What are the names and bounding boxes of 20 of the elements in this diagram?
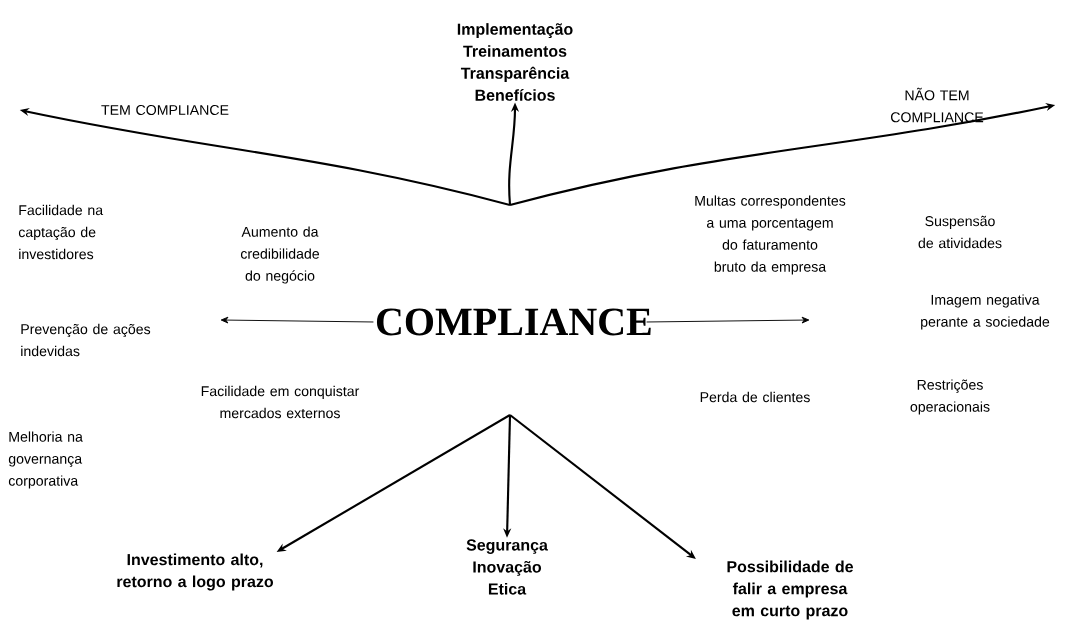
item-text: Melhoria na governança corporativa [8,431,83,489]
outcome-text: Segurança Inovação Etica [466,539,548,595]
item-text: Prevenção de ações indevidas [21,323,151,357]
item-text: Multas correspondentes a uma porcentagem do faturamento bruto da empresa [695,195,846,275]
item-text: Imagem negativa perante a sociedade [921,294,1050,330]
list-text: Implementação Treinamentos Transparência Benefícios [457,23,573,101]
outcome-text: Possibilidade de falir a empresa em curto prazo [727,560,854,620]
item-text: Facilidade na captação de investidores [18,204,104,260]
item-text: Facilidade em conquistar mercados externos [201,385,360,419]
arrow [220,316,374,324]
heading-text: NÃO TEM COMPLIANCE [891,87,984,123]
arrow [646,316,810,324]
item-text: Aumento da credibilidade do negócio [240,226,320,284]
item-text: Perda de clientes [700,391,810,403]
arrow [509,414,696,559]
outcome-text: Investimento alto, retorno a logo prazo [117,553,274,591]
heading-text: TEM COMPLIANCE [101,105,229,115]
title-text: COMPLIANCE [376,308,651,336]
item-text: Suspensão de atividades [918,215,1002,249]
item-text: Restrições operacionais [910,379,990,415]
